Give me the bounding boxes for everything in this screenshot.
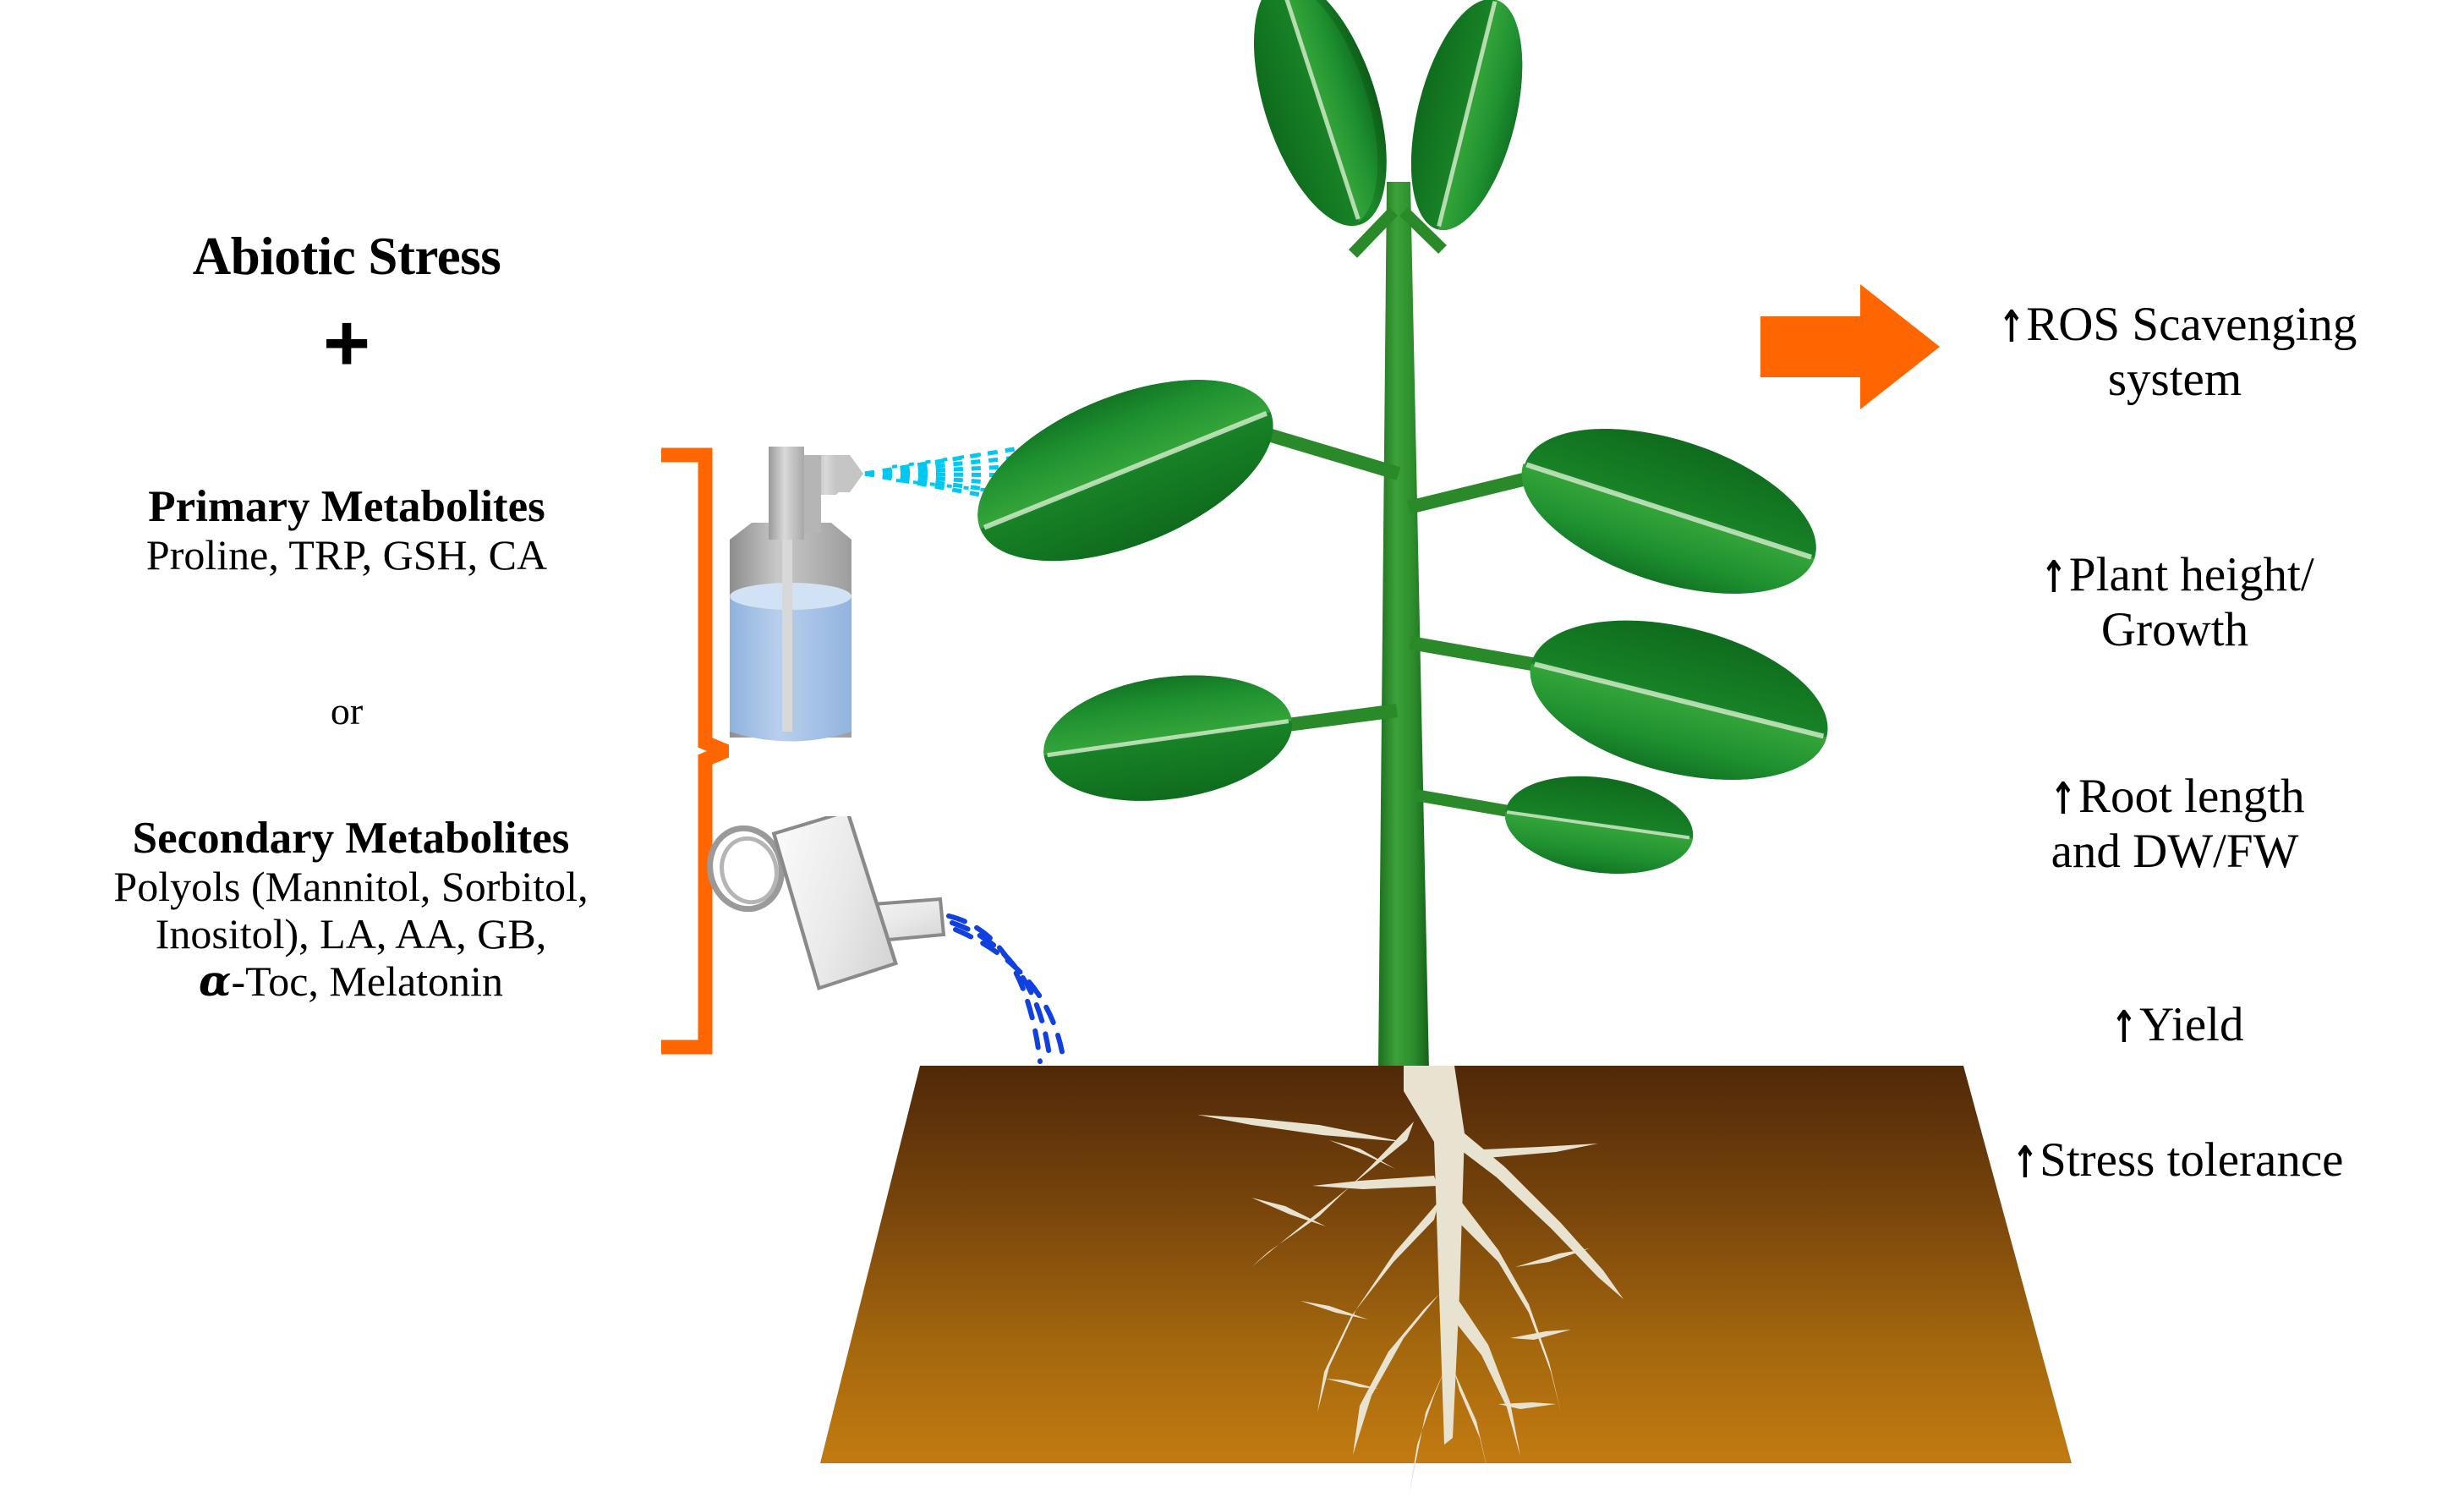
watering-can-icon	[702, 809, 1074, 1104]
primary-metabolites-heading: Primary Metabolites	[148, 482, 545, 531]
secondary-metabolites-line-3: α-Toc, Melatonin	[0, 956, 702, 1007]
root-system-icon	[1197, 1066, 1624, 1497]
outcome-plant-height-label: Plant height/ Growth	[2068, 548, 2314, 656]
outcome-yield: ↑Yield	[1886, 998, 2464, 1053]
secondary-metabolites-line-2: Inositol), LA, AA, GB,	[155, 910, 547, 958]
up-arrow-icon: ↑	[1997, 302, 2025, 353]
plant-icon	[846, 0, 1987, 1116]
outcome-yield-label: Yield	[2139, 998, 2244, 1051]
up-arrow-icon: ↑	[2111, 1002, 2138, 1053]
primary-metabolites-group: Primary Metabolites Proline, TRP, GSH, C…	[0, 482, 693, 579]
outcome-plant-height: ↑Plant height/ Growth	[1886, 548, 2464, 658]
secondary-metabolites-group: Secondary Metabolites Polyols (Mannitol,…	[0, 814, 702, 1005]
outcome-stress-tolerance: ↑Stress tolerance	[1886, 1133, 2464, 1188]
alpha-symbol: α	[199, 956, 232, 1007]
abiotic-stress-group: Abiotic Stress +	[0, 228, 693, 384]
up-arrow-icon: ↑	[2040, 552, 2067, 603]
outcome-ros-scavenging-label: ROS Scavenging system	[2026, 298, 2357, 406]
up-arrow-icon: ↑	[2011, 1138, 2039, 1188]
outcome-root-length: ↑Root length and DW/FW	[1886, 770, 2464, 880]
outcome-root-length-label: Root length and DW/FW	[2051, 770, 2305, 878]
page-title: Abiotic Stress	[192, 227, 501, 286]
curly-brace-icon	[659, 447, 745, 1056]
water-stream-icon	[946, 913, 1066, 1064]
or-separator: or	[0, 692, 693, 731]
secondary-metabolites-heading: Secondary Metabolites	[132, 814, 570, 863]
plus-sign: +	[322, 298, 371, 389]
or-label: or	[330, 689, 364, 732]
up-arrow-icon: ↑	[2050, 774, 2077, 825]
primary-metabolites-list: Proline, TRP, GSH, CA	[145, 531, 548, 579]
outcome-ros-scavenging: ↑ROS Scavenging system	[1886, 298, 2464, 408]
secondary-metabolites-line-3-rest: -Toc, Melatonin	[231, 957, 503, 1006]
secondary-metabolites-line-1: Polyols (Mannitol, Sorbitol,	[113, 863, 589, 911]
right-arrow-icon	[1760, 279, 1963, 414]
soil-plane-icon	[812, 1040, 2080, 1503]
outcome-stress-tolerance-label: Stress tolerance	[2040, 1133, 2344, 1187]
